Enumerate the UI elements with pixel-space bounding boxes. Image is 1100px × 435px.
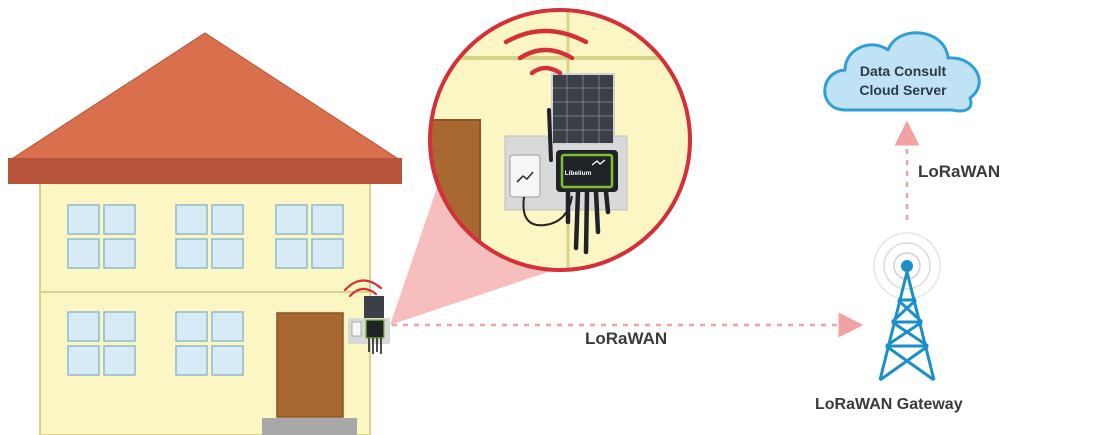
lorawan-horizontal-label: LoRaWAN xyxy=(585,329,668,348)
house-icon xyxy=(8,32,402,435)
cloud-server-label: Data Consult Cloud Server xyxy=(828,62,978,100)
device-brand-text: Libelium xyxy=(565,170,592,177)
wifi-signal-small-icon xyxy=(343,279,383,298)
zoom-cone xyxy=(390,185,560,325)
door xyxy=(276,312,344,418)
lorawan-vertical-label: LoRaWAN xyxy=(918,162,1001,181)
sensor-device-icon: Libelium xyxy=(556,150,618,255)
upper-windows xyxy=(67,204,344,269)
solar-panel-icon xyxy=(551,73,615,145)
cloud-icon xyxy=(823,31,981,113)
tower-icon xyxy=(873,232,941,382)
sensor-device-small xyxy=(348,296,390,354)
lower-windows xyxy=(67,311,244,376)
wifi-signal-icon xyxy=(503,28,589,76)
cloud-label-line2: Cloud Server xyxy=(859,82,947,98)
gateway-label: LoRaWAN Gateway xyxy=(815,396,963,413)
door-step xyxy=(262,418,357,435)
cloud-label-line1: Data Consult xyxy=(859,63,947,79)
zoom-circle: Libelium xyxy=(428,8,692,272)
